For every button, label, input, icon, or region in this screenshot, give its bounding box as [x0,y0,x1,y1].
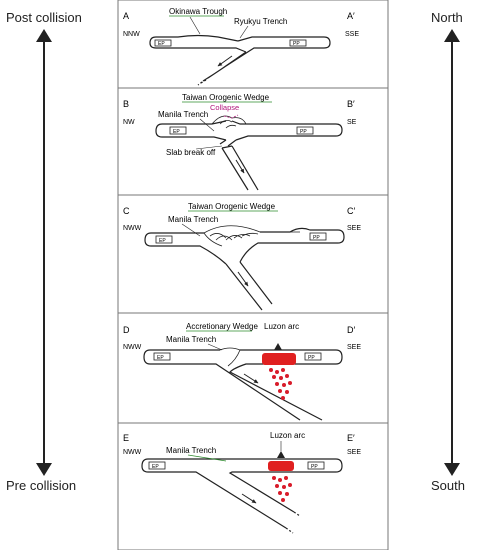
panel-e-pp-plate [224,458,343,513]
panel-d-letter: D [123,325,130,335]
panel-c-ep-box [155,235,173,244]
panel-d-ep-plate [143,349,301,421]
north-label: North [431,10,463,25]
luzon-arc-label-e: Luzon arc [270,431,305,440]
panel-d-pp-plate [228,349,343,421]
panel-e-magma [272,476,292,502]
panel-d-prime-letter: D′ [347,325,355,335]
pre-collision-label: Pre collision [6,478,77,493]
panel-e-ep-label: EP [152,464,159,470]
okinawa-trough-label: Okinawa Trough [169,7,227,16]
panel-e-left-direction: NWW [123,449,142,456]
panel-e-right-direction: SEE [347,449,361,456]
taiwan-orogenic-wedge-label-c: Taiwan Orogenic Wedge [188,202,276,211]
panel-a-letter: A [123,11,129,21]
panel-c-pp-label: PP [313,235,320,241]
panel-d-right-direction: SEE [347,344,361,351]
panel-a-right-direction: SSE [345,31,359,38]
south-label: South [431,478,465,493]
panel-b-ep-box [169,126,187,135]
accretionary-wedge-label: Accretionary Wedge [186,322,258,331]
panel-c: C NWW C′ SEE EP PP Taiwan Orogenic Wedge… [123,202,361,311]
ryukyu-trench-label: Ryukyu Trench [234,17,287,26]
panel-a-ep-plate [149,34,247,53]
manila-trench-label-b: Manila Trench [158,110,208,119]
left-time-arrow [36,29,52,476]
panel-e-pp-box [307,461,325,470]
panel-b-left-direction: NW [123,119,135,126]
panel-e-frame [117,422,389,550]
panel-a-prime-letter: A′ [347,11,355,21]
panel-b: B NW B′ SE EP PP Taiwan Orogenic Wedge C… [123,93,357,191]
panel-b-pp-plate [231,120,343,141]
panel-b-pp-label: PP [300,129,307,135]
slab-break-off-label: Slab break off [166,148,216,157]
panel-a-slab [202,51,247,82]
panel-c-pp-box [309,232,327,241]
panel-d-luzon-arc [262,353,296,365]
panel-c-left-direction: NWW [123,225,142,232]
panel-b-right-direction: SE [347,119,357,126]
manila-trench-label-e: Manila Trench [166,446,216,455]
panel-d-ep-label: EP [157,355,164,361]
panel-e-prime-letter: E′ [347,433,355,443]
panel-d-accretionary-wedge [219,347,241,367]
panel-b-ep-label: EP [173,129,180,135]
panel-a: A NNW A′ SSE EP PP Okinawa Trough Ryukyu… [123,7,359,86]
panel-a-pp-label: PP [293,41,300,47]
panel-a-pp-box [289,39,307,47]
post-collision-label: Post collision [6,10,82,25]
collapse-label: Collapse [210,103,239,112]
manila-trench-label-c: Manila Trench [168,215,218,224]
panel-c-orogenic-wedge [203,225,300,247]
panel-d-left-direction: NWW [123,344,142,351]
panel-b-orogenic-wedge [211,115,247,129]
panel-a-pp-plate [225,36,331,67]
panel-d-ep-box [153,352,171,361]
panel-c-slab [225,261,273,311]
panel-a-left-direction: NNW [123,31,140,38]
panel-b-slab [219,139,237,147]
panel-a-ep-label: EP [158,41,165,47]
panel-b-prime-letter: B′ [347,99,355,109]
panel-e-luzon-arc [268,461,294,471]
panel-e-letter: E [123,433,129,443]
panel-c-prime-letter: C′ [347,206,355,216]
panel-b-ep-plate [155,120,227,141]
panel-d-arc-triangle [274,343,282,350]
panel-e-ep-box [148,461,166,470]
taiwan-orogenic-wedge-label-b: Taiwan Orogenic Wedge [182,93,270,102]
panel-c-ep-label: EP [159,238,166,244]
luzon-arc-label-d: Luzon arc [264,322,299,331]
panel-e-pp-label: PP [311,464,318,470]
panel-c-letter: C [123,206,130,216]
panel-e: E NWW E′ SEE EP PP Manila Trench Luzon a… [123,431,361,534]
panel-b-pp-box [296,126,314,135]
right-direction-arrow [444,29,460,476]
panel-b-letter: B [123,99,129,109]
panel-d-pp-label: PP [308,355,315,361]
panel-d-magma [269,368,292,400]
panel-d: D NWW D′ SEE EP PP Accretionary Wedge Ma… [123,322,361,421]
panel-e-arc-triangle [277,451,285,458]
manila-trench-label-d: Manila Trench [166,335,216,344]
panel-c-pp-plate [239,227,345,263]
panel-c-right-direction: SEE [347,225,361,232]
panel-d-pp-box [304,352,322,361]
panel-a-ep-box [154,39,172,47]
